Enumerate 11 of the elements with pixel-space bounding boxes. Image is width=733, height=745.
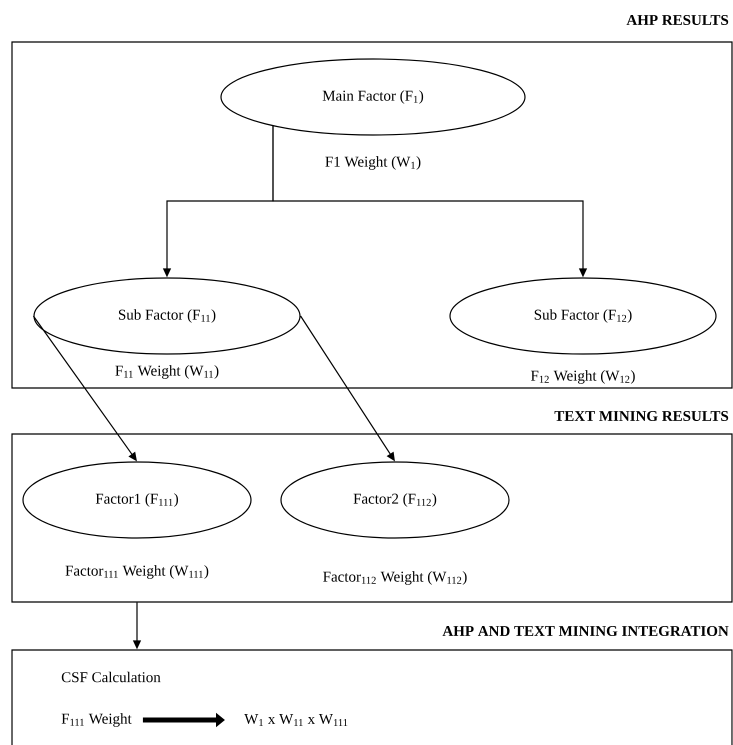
formula-text: F$_{111}$ Weight — [62, 713, 132, 727]
weight-text: F$_{11}$ Weight (W$_{11}$) — [115, 365, 218, 379]
section-heading: TEXT MINING RESULTS — [554, 410, 728, 422]
section-heading: AHP AND TEXT MINING INTEGRATION — [442, 626, 729, 636]
weight-text: F1 Weight (W$_{1}$) — [325, 156, 420, 170]
formula-text: W$_{1}$ x W$_{11}$ x W$_{111}$ — [244, 714, 348, 726]
section-heading: AHP RESULTS — [626, 14, 728, 26]
body-text: CSF Calculation — [62, 672, 161, 682]
weight-text: Factor$_{112}$ Weight (W$_{112}$) — [323, 571, 467, 585]
weight-text: F$_{12}$ Weight (W$_{12}$) — [530, 370, 635, 384]
weight-text: Factor$_{111}$ Weight (W$_{111}$) — [66, 565, 208, 579]
